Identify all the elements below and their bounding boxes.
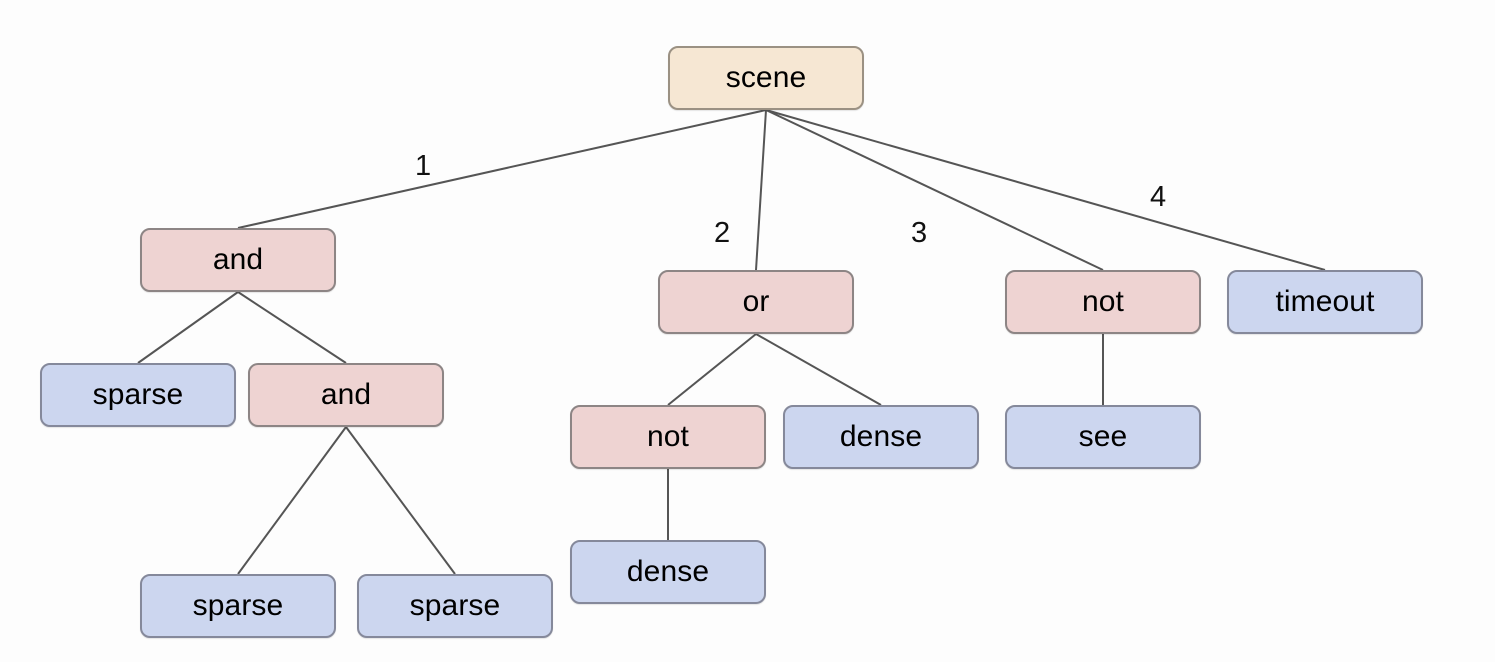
node-dense2[interactable]: dense [570,540,766,604]
edge-or1-to-dense1 [755,333,882,406]
edge-label-2: 2 [714,217,731,249]
edge-and1-to-and2 [237,291,347,364]
edge-scene-to-or1 [755,109,767,271]
node-and2[interactable]: and [248,363,444,427]
node-timeout1[interactable]: timeout [1227,270,1423,334]
edge-label-1: 1 [415,150,432,182]
node-or1[interactable]: or [658,270,854,334]
edge-scene-to-and1 [237,109,767,229]
node-sparse3[interactable]: sparse [357,574,553,638]
node-sparse1[interactable]: sparse [40,363,236,427]
node-not1[interactable]: not [570,405,766,469]
node-see1[interactable]: see [1005,405,1201,469]
edge-and2-to-sparse2 [237,426,347,575]
node-sparse2[interactable]: sparse [140,574,336,638]
node-not2[interactable]: not [1005,270,1201,334]
edge-label-4: 4 [1150,181,1167,213]
node-scene[interactable]: scene [668,46,864,110]
node-and1[interactable]: and [140,228,336,292]
edge-or1-to-not1 [667,333,757,406]
edge-and2-to-sparse3 [345,426,456,575]
edge-scene-to-timeout1 [765,109,1326,271]
edge-scene-to-not2 [765,109,1104,271]
node-dense1[interactable]: dense [783,405,979,469]
edge-label-3: 3 [911,217,928,249]
edge-and1-to-sparse1 [137,291,239,364]
